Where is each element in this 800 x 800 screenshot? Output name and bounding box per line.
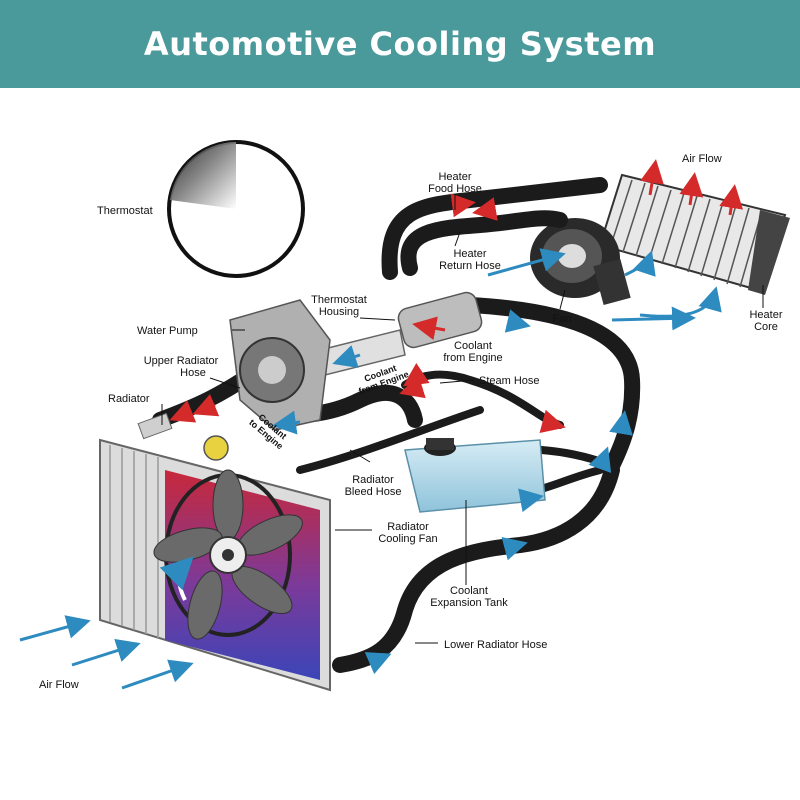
thermostat-inset	[167, 140, 305, 278]
heater-core	[598, 173, 790, 295]
radiator-cooling-fan	[153, 469, 303, 640]
label-fan: Fan	[553, 313, 572, 325]
label-air-flow-bottom: Air Flow	[39, 679, 79, 691]
leader-lines	[161, 194, 764, 644]
label-radiator-bleed-hose-2: Bleed Hose	[345, 486, 402, 498]
label-steam-hose: Steam Hose	[479, 375, 540, 387]
label-radiator-cooling-fan-2: Cooling Fan	[378, 533, 437, 545]
label-water-pump: Water Pump	[137, 325, 198, 337]
diagram-labels: Thermostat Heater Food Hose Air Flow Hea…	[39, 153, 783, 691]
label-coolant-from-engine-1: Coolant	[454, 340, 492, 352]
label-heater-food-hose-2: Food Hose	[428, 183, 482, 195]
water-pump	[229, 299, 331, 431]
hot-flow-arrows	[169, 159, 744, 433]
header-bar: Automotive Cooling System	[0, 0, 800, 88]
label-heater-return-hose-1: Heater	[453, 248, 486, 260]
coolant-expansion-tank	[404, 438, 546, 513]
label-radiator-cooling-fan-1: Radiator	[387, 521, 429, 533]
label-thermostat-housing-1: Thermostat	[311, 294, 367, 306]
label-heater-core-1: Heater	[749, 309, 782, 321]
label-heater-food-hose-1: Heater	[438, 171, 471, 183]
label-heater-return-hose-2: Return Hose	[439, 260, 501, 272]
label-heater-core-2: Core	[754, 321, 778, 333]
label-air-flow-top: Air Flow	[682, 153, 722, 165]
label-radiator: Radiator	[108, 393, 150, 405]
label-upper-radiator-hose-2: Hose	[180, 367, 206, 379]
label-thermostat: Thermostat	[97, 205, 153, 217]
label-lower-radiator-hose: Lower Radiator Hose	[444, 639, 547, 651]
label-coolant-expansion-tank-1: Coolant	[450, 585, 488, 597]
label-coolant-from-engine-2: from Engine	[443, 352, 502, 364]
label-radiator-bleed-hose-1: Radiator	[352, 474, 394, 486]
page-title: Automotive Cooling System	[143, 25, 657, 63]
label-thermostat-housing-2: Housing	[319, 306, 359, 318]
label-coolant-expansion-tank-2: Expansion Tank	[430, 597, 508, 609]
cool-flow-arrows	[19, 248, 722, 690]
label-upper-radiator-hose-1: Upper Radiator	[144, 355, 219, 367]
